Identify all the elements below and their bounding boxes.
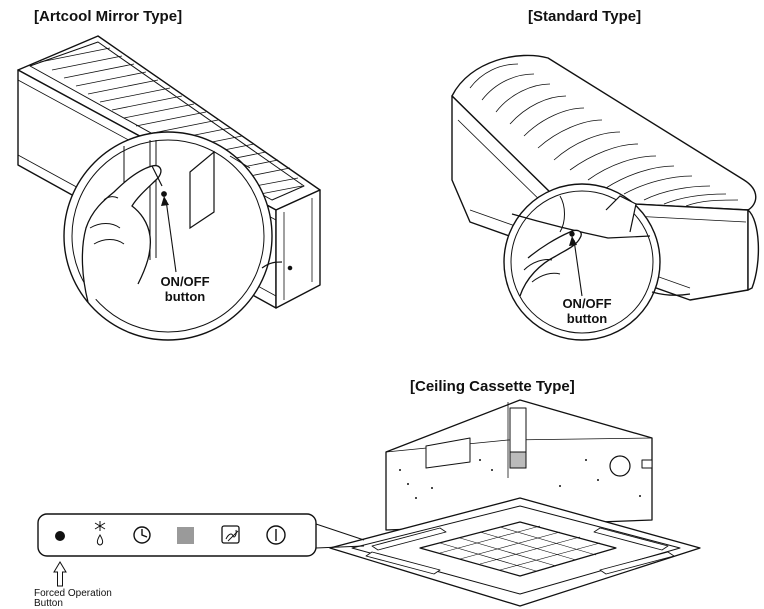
forced-operation-label: Forced Operation Button bbox=[34, 589, 112, 609]
standard-zoom-circle bbox=[503, 183, 691, 341]
artcool-callout-line2: button bbox=[164, 289, 206, 304]
forced-label-line2: Button bbox=[34, 598, 63, 609]
timer-clock-icon bbox=[133, 526, 151, 544]
forced-operation-dot-icon bbox=[55, 531, 65, 541]
standard-onoff-callout: ON/OFF button bbox=[552, 296, 622, 326]
artcool-zoom-circle bbox=[63, 131, 283, 341]
standard-callout-line2: button bbox=[566, 311, 608, 326]
standard-unit bbox=[451, 54, 760, 301]
artcool-onoff-callout: ON/OFF button bbox=[150, 274, 220, 304]
forced-label-line1: Forced Operation bbox=[34, 588, 112, 599]
filled-square-icon bbox=[177, 527, 194, 544]
forced-operation-arrow bbox=[53, 561, 67, 587]
artcool-title: [Artcool Mirror Type] bbox=[34, 8, 183, 25]
defrost-icon bbox=[94, 521, 106, 546]
standard-title: [Standard Type] bbox=[528, 8, 642, 25]
cassette-title: [Ceiling Cassette Type] bbox=[410, 378, 575, 395]
cassette-control-panel bbox=[37, 513, 317, 587]
artcool-callout-line1: ON/OFF bbox=[160, 274, 210, 289]
filter-icon bbox=[221, 525, 240, 544]
cassette-unit bbox=[315, 399, 701, 607]
standard-callout-line1: ON/OFF bbox=[562, 296, 612, 311]
power-icon bbox=[266, 525, 286, 545]
